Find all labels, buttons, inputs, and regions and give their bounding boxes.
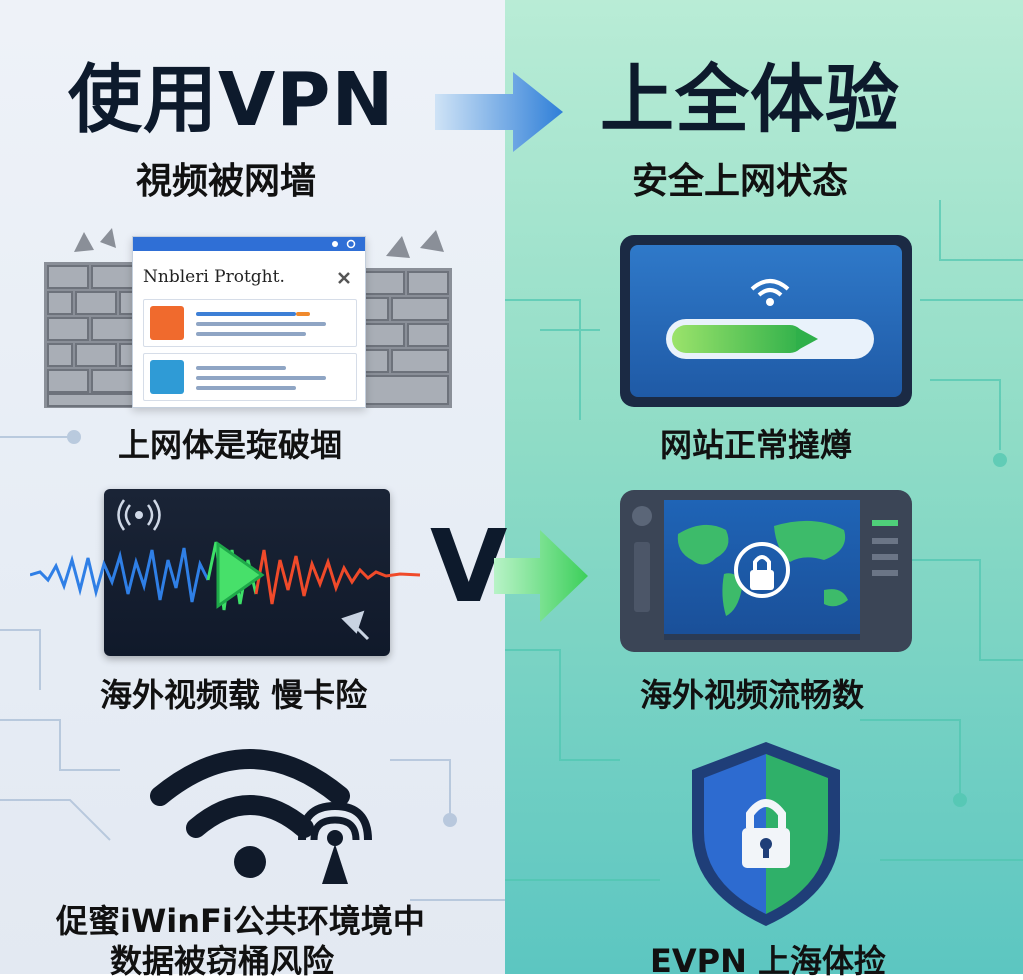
left-title: 使用VPN [68,57,395,143]
close-icon [338,272,350,284]
left-caption-3-line2: 数据被窃桶风险 [110,942,335,980]
right-caption-3: EVPN 上海体捡 [650,942,887,980]
right-title: 上全体验 [600,57,900,143]
pin-icon [341,610,370,641]
brick-wall-icon [44,262,144,408]
list-item [143,299,357,347]
list-item [143,353,357,401]
arrow-right-icon [796,327,818,351]
right-subtitle: 安全上网状态 [632,161,849,202]
left-caption-2: 海外视频载 慢卡险 [100,676,368,714]
shield-icon [692,742,840,926]
brick-wall-icon [360,268,452,408]
monitor-icon [620,235,912,407]
browser-page-title: Nnbleri Protght. [143,267,285,287]
left-caption-1: 上网体是琁破堌 [118,426,343,464]
share-icon [332,239,356,249]
world-map-icon [664,500,860,640]
right-caption-1: 网站正常撻燇 [660,426,853,464]
left-subtitle: 視频被网墙 [136,161,317,202]
arrow-right-icon [435,72,563,152]
app-thumbnail-icon [150,306,184,340]
browser-titlebar [133,237,365,251]
left-caption-3-line1: 促蜜iWinFi公共环境境中 [56,902,425,940]
tablet-icon [620,490,912,652]
progress-bar-icon [666,319,874,359]
app-thumbnail-icon [150,360,184,394]
signal-tower-icon [298,801,372,884]
play-icon [216,541,265,609]
broadcast-icon [117,499,161,531]
debris-icon [74,228,116,252]
wifi-icon [150,749,350,878]
arrow-right-icon [494,530,588,622]
sound-wave-icon [30,541,421,611]
wifi-icon [750,279,790,306]
browser-window-icon: Nnbleri Protght. [132,236,366,408]
right-caption-2: 海外视频流畅数 [640,676,865,714]
debris-icon [386,230,444,258]
